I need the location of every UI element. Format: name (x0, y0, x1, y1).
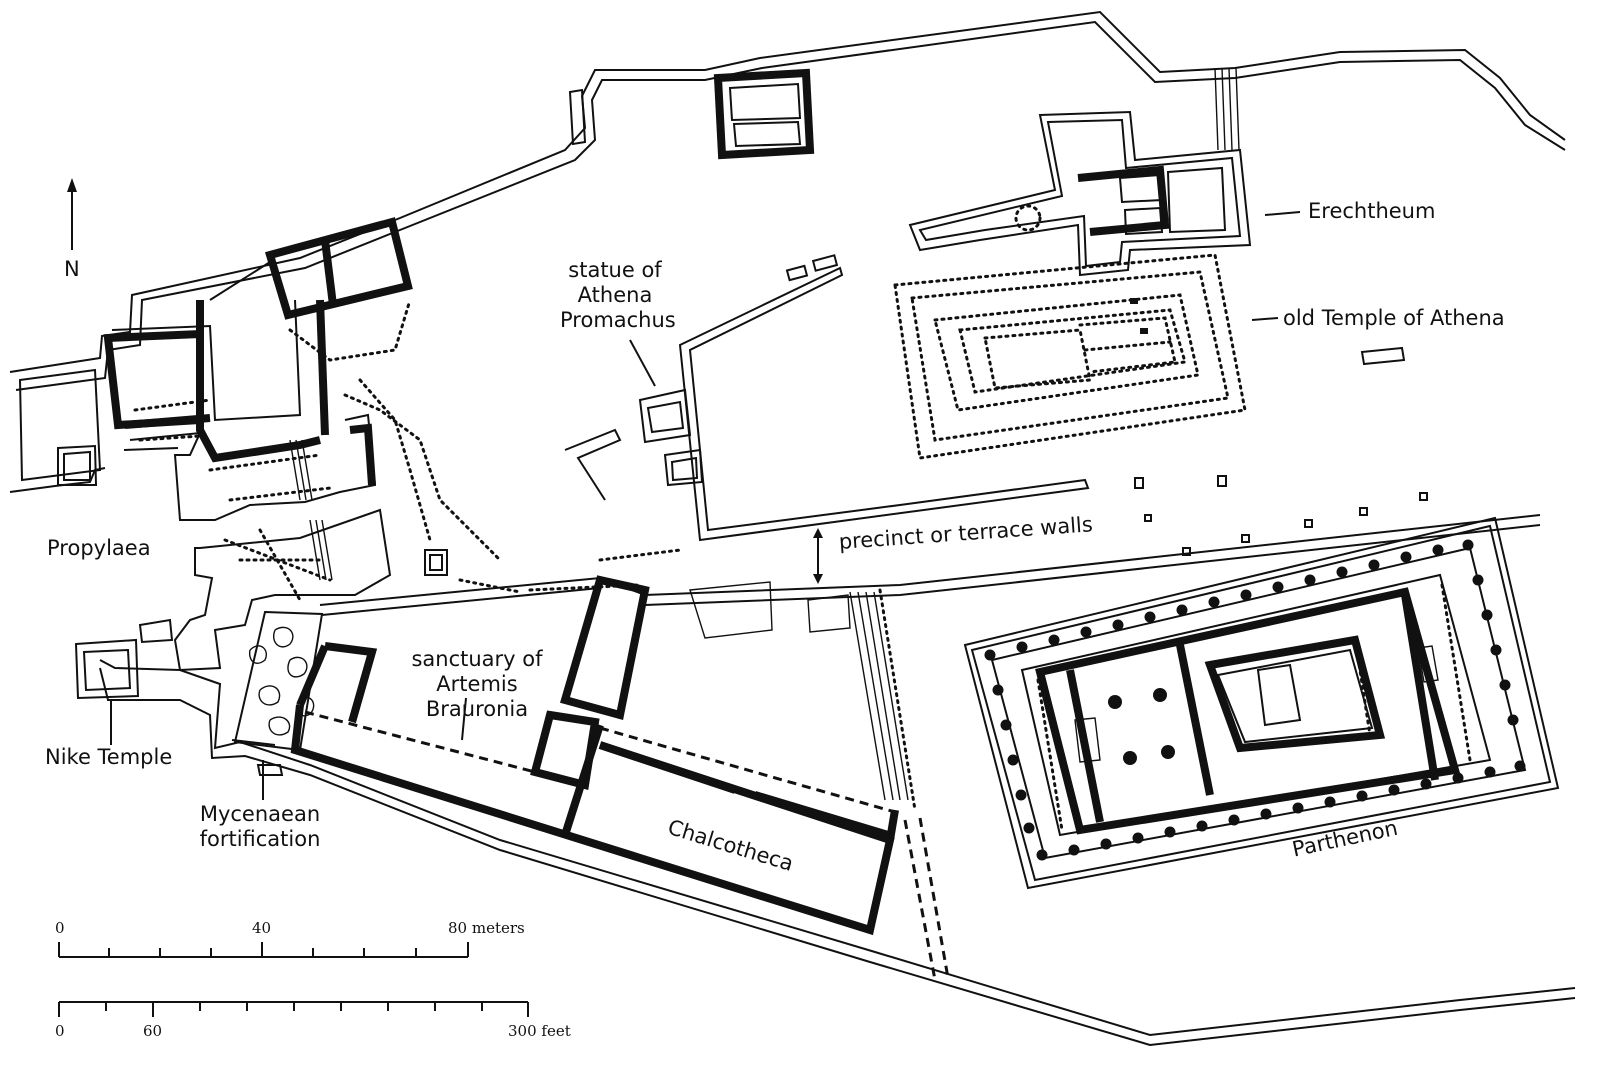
ramp-stairs (849, 588, 950, 981)
scale-meters-tick-80: 80 meters (448, 919, 525, 937)
scale-feet-tick-60: 60 (143, 1022, 163, 1040)
label-sanctuary-artemis: sanctuary of Artemis Brauronia (382, 647, 572, 722)
label-sanctuary-text: sanctuary of Artemis Brauronia (411, 647, 543, 721)
scale-meters-tick-0: 0 (55, 919, 65, 937)
scale-feet-tick-300: 300 feet (508, 1022, 571, 1040)
label-nike-temple: Nike Temple (45, 745, 173, 769)
label-erechtheum: Erechtheum (1308, 199, 1436, 223)
scale-bar-feet (58, 1001, 529, 1017)
scale-feet-tick-0: 0 (55, 1022, 65, 1040)
nike-temple (74, 618, 174, 700)
chalcotheca-complex (290, 514, 1541, 936)
scale-bar-meters (58, 942, 469, 958)
promachus-base (424, 254, 1090, 639)
erechtheum (908, 67, 1252, 277)
north-arrow-icon (67, 178, 77, 250)
propylaea-building (18, 217, 502, 672)
parthenon (963, 516, 1560, 890)
scale-meters-tick-40: 40 (252, 919, 272, 937)
north-label: N (64, 257, 80, 281)
label-mycenaean-text: Mycenaean fortification (199, 802, 321, 851)
north-rooms (568, 68, 815, 160)
label-mycenaean-fortification: Mycenaean fortification (190, 802, 330, 852)
label-old-temple-of-athena: old Temple of Athena (1283, 306, 1505, 330)
parthenon-columns (984, 539, 1526, 861)
label-leaders (110, 211, 1301, 800)
label-statue-text: statue of Athena Promachus (560, 258, 676, 332)
precinct-dimension (813, 528, 823, 584)
label-propylaea: Propylaea (47, 536, 151, 560)
old-temple-of-athena (893, 253, 1247, 460)
label-statue-athena-promachus: statue of Athena Promachus (560, 258, 676, 333)
foundation-blocks (1130, 298, 1428, 556)
